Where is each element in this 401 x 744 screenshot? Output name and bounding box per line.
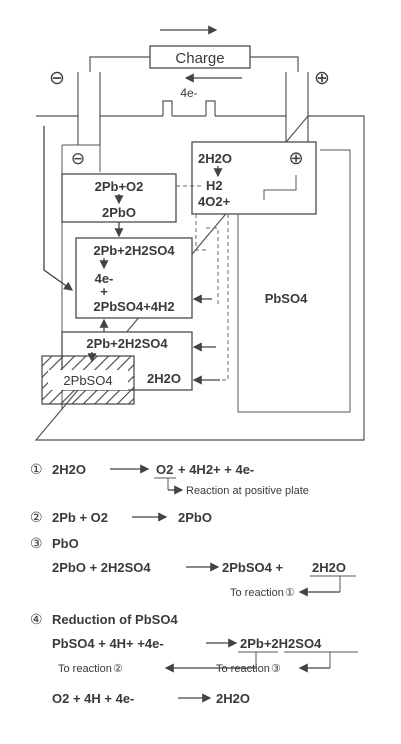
reaction-3-number: ③ [30, 535, 43, 551]
reaction-4-note2-number: ③ [271, 663, 281, 675]
reaction-3-rhs1: 2PbSO4 + [222, 560, 283, 575]
main-box-line1: 2Pb+2H2SO4 [93, 243, 175, 258]
positive-reaction-box [191, 141, 317, 215]
positive-plate-label: PbSO4 [265, 291, 308, 306]
reaction-5: O2 + 4H + 4e- 2H2O [52, 691, 250, 706]
positive-wire [250, 56, 299, 72]
reaction-4: ④ Reduction of PbSO4 PbSO4 + 4H+ +4e- 2P… [30, 611, 358, 675]
reaction-2-number: ② [30, 509, 43, 525]
reaction-2-rhs: 2PbO [178, 510, 212, 525]
charger: Charge [149, 25, 251, 83]
reaction-1-rest: + 4H2+ + 4e- [178, 462, 254, 477]
pbso4-deposit-label-bg [48, 370, 128, 390]
reaction-2: ② 2Pb + O2 2PbO [30, 509, 212, 525]
electron-label: 4e- [180, 86, 197, 100]
sulfate-transfer-dashes [206, 227, 219, 304]
main-box-line4: 2PbSO4+4H2 [93, 299, 174, 314]
reaction-4-title: Reduction of PbSO4 [52, 612, 178, 627]
main-box-line2: 4e- [95, 271, 114, 286]
pos-box-line2: H2 [206, 178, 223, 193]
reaction-4-lhs: PbSO4 + 4H+ +4e- [52, 636, 164, 651]
reaction-3-lhs: 2PbO + 2H2SO4 [52, 560, 151, 575]
reaction-1-note: Reaction at positive plate [186, 485, 309, 497]
gas-transfer-dashes [195, 214, 229, 381]
positive-plate-outline [237, 149, 351, 413]
reaction-3-rhs2: 2H2O [312, 560, 346, 575]
reaction-1-number: ① [30, 461, 43, 477]
bottom-box-line1: 2Pb+2H2SO4 [86, 336, 168, 351]
reaction-2-lhs: 2Pb + O2 [52, 510, 108, 525]
pos-box-line1: 2H2O [198, 151, 232, 166]
reaction-5-rhs: 2H2O [216, 691, 250, 706]
reaction-4-note1: To reaction [58, 663, 112, 675]
charge-label: Charge [175, 50, 224, 67]
reaction-3: ③ PbO 2PbO + 2H2SO4 2PbSO4 + 2H2O To rea… [30, 535, 356, 599]
oxidation-box-line2: 2PbO [102, 205, 136, 220]
reaction-3-title: PbO [52, 536, 79, 551]
oxidation-box-line1: 2Pb+O2 [95, 179, 144, 194]
bottom-box-line2: 2H2O [147, 371, 181, 386]
negative-wire [89, 56, 150, 72]
reaction-4-note2: To reaction [216, 663, 270, 675]
positive-terminal-sign: ⊕ [314, 68, 330, 89]
electron-return-arrow [43, 126, 74, 291]
reaction-3-note-number: ① [285, 587, 295, 599]
reaction-4-rhs: 2Pb+2H2SO4 [240, 636, 322, 651]
reaction-3-note: To reaction [230, 587, 284, 599]
reaction-4-note1-number: ② [113, 663, 123, 675]
battery-case [34, 115, 365, 441]
positive-internal-wire [263, 175, 297, 200]
reaction-1-o2: O2 [156, 462, 173, 477]
vent-cap [162, 100, 216, 116]
negative-post [77, 72, 101, 145]
reaction-1-lhs: 2H2O [52, 462, 86, 477]
reaction-1: ① 2H2O O2 + 4H2+ + 4e- Reaction at posit… [30, 461, 309, 497]
positive-post [285, 72, 309, 150]
reaction-5-lhs: O2 + 4H + 4e- [52, 691, 134, 706]
reaction-4-number: ④ [30, 611, 43, 627]
main-box-line3: + [100, 284, 108, 299]
positive-plate-sign: ⊕ [288, 148, 303, 168]
pos-box-line3: 4O2+ [198, 194, 231, 209]
negative-terminal-sign: ⊖ [49, 68, 65, 89]
pbso4-deposit-label: 2PbSO4 [63, 373, 112, 388]
negative-plate-sign: ⊖ [71, 149, 85, 168]
main-reaction-box [75, 237, 193, 319]
